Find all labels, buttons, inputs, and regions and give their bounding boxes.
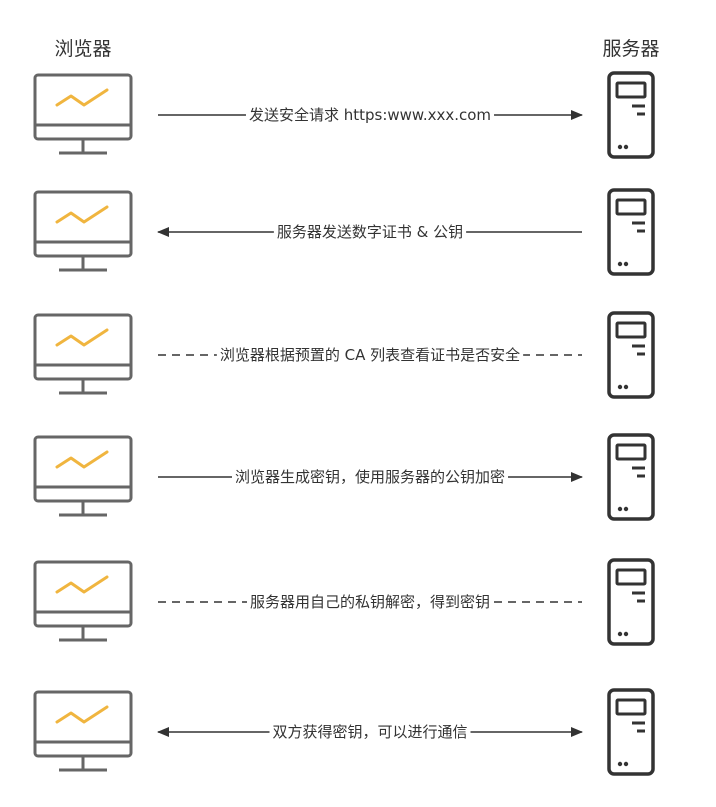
server-column-title: 服务器 bbox=[602, 38, 659, 60]
trend-line-icon bbox=[55, 88, 109, 107]
label-background bbox=[273, 222, 467, 242]
label-background bbox=[246, 592, 494, 612]
monitor-icon bbox=[33, 690, 133, 772]
handshake-step: 浏览器生成密钥，使用服务器的公钥加密 bbox=[33, 433, 655, 521]
server-icon bbox=[607, 558, 655, 646]
server-icon bbox=[607, 433, 655, 521]
step-label: 浏览器根据预置的 CA 列表查看证书是否安全 bbox=[220, 346, 520, 364]
label-background bbox=[216, 345, 524, 365]
label-background bbox=[245, 105, 495, 125]
server-icon bbox=[607, 688, 655, 776]
label-background bbox=[269, 722, 471, 742]
handshake-step: 发送安全请求 https:www.xxx.com bbox=[33, 71, 655, 159]
monitor-icon bbox=[33, 73, 133, 155]
browser-column-title: 浏览器 bbox=[54, 38, 111, 60]
step-label: 浏览器生成密钥，使用服务器的公钥加密 bbox=[235, 468, 505, 486]
step-label: 服务器用自己的私钥解密，得到密钥 bbox=[250, 593, 490, 611]
server-icon bbox=[607, 311, 655, 399]
trend-line-icon bbox=[55, 705, 109, 724]
step-label: 发送安全请求 https:www.xxx.com bbox=[249, 106, 491, 124]
server-icon bbox=[607, 71, 655, 159]
trend-line-icon bbox=[55, 328, 109, 347]
server-icon bbox=[607, 188, 655, 276]
handshake-step: 服务器发送数字证书 & 公钥 bbox=[33, 188, 655, 276]
step-label: 服务器发送数字证书 & 公钥 bbox=[277, 223, 463, 241]
handshake-step: 双方获得密钥，可以进行通信 bbox=[33, 688, 655, 776]
step-label: 双方获得密钥，可以进行通信 bbox=[272, 723, 467, 741]
handshake-step: 浏览器根据预置的 CA 列表查看证书是否安全 bbox=[33, 311, 655, 399]
trend-line-icon bbox=[55, 450, 109, 469]
monitor-icon bbox=[33, 313, 133, 395]
trend-line-icon bbox=[55, 205, 109, 224]
monitor-icon bbox=[33, 560, 133, 642]
monitor-icon bbox=[33, 435, 133, 517]
label-background bbox=[231, 467, 509, 487]
monitor-icon bbox=[33, 190, 133, 272]
trend-line-icon bbox=[55, 575, 109, 594]
handshake-step: 服务器用自己的私钥解密，得到密钥 bbox=[33, 558, 655, 646]
